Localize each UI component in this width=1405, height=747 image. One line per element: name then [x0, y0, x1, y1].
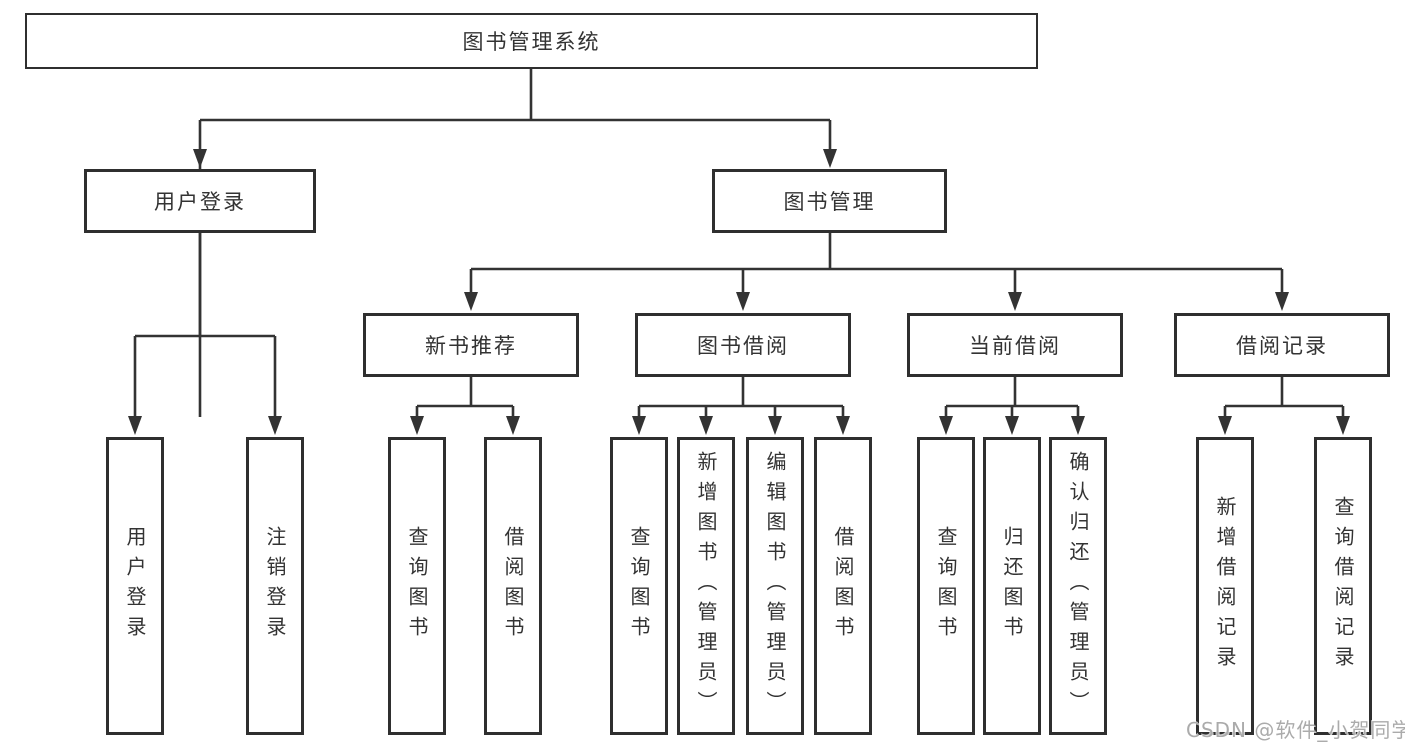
- node-label: 图书管理系统: [462, 30, 601, 54]
- node-label: 查询图书: [627, 526, 651, 646]
- node-label: 查询图书: [934, 526, 958, 646]
- node-label: 确认归还（管理员）: [1066, 451, 1090, 721]
- leaf-query-books-borrow: 查询图书: [610, 437, 668, 735]
- node-label: 当前借阅: [969, 334, 1061, 358]
- node-label: 借阅图书: [501, 526, 525, 646]
- node-label: 查询借阅记录: [1331, 496, 1355, 676]
- node-label: 新增图书（管理员）: [694, 451, 718, 721]
- leaf-query-books-recommend: 查询图书: [388, 437, 446, 735]
- node-label: 借阅图书: [831, 526, 855, 646]
- leaf-query-books-current: 查询图书: [917, 437, 975, 735]
- leaf-query-borrow-record: 查询借阅记录: [1314, 437, 1372, 735]
- node-label: 借阅记录: [1236, 334, 1328, 358]
- node-label: 用户登录: [123, 526, 147, 646]
- node-label: 图书管理: [783, 190, 876, 214]
- leaf-add-book-admin: 新增图书（管理员）: [677, 437, 735, 735]
- watermark: CSDN @软件_小贺同学: [1186, 718, 1405, 742]
- leaf-return-book: 归还图书: [983, 437, 1041, 735]
- node-label: 新增借阅记录: [1213, 496, 1237, 676]
- connector-new-book-children: [410, 377, 520, 435]
- node-label: 新书推荐: [425, 334, 517, 358]
- connector-user-login-children: [128, 233, 282, 435]
- node-user-login: 用户登录: [84, 169, 316, 233]
- node-current-borrow: 当前借阅: [907, 313, 1123, 377]
- leaf-confirm-return-admin: 确认归还（管理员）: [1049, 437, 1107, 735]
- leaf-add-borrow-record: 新增借阅记录: [1196, 437, 1254, 735]
- node-label: 注销登录: [263, 526, 287, 646]
- connector-borrow-records-children: [1218, 377, 1350, 435]
- leaf-user-login: 用户登录: [106, 437, 164, 735]
- node-new-book-recommend: 新书推荐: [363, 313, 579, 377]
- leaf-logout: 注销登录: [246, 437, 304, 735]
- node-label: 用户登录: [154, 190, 246, 214]
- node-book-borrow: 图书借阅: [635, 313, 851, 377]
- node-book-management: 图书管理: [712, 169, 947, 233]
- node-label: 图书借阅: [697, 334, 789, 358]
- node-label: 编辑图书（管理员）: [763, 451, 787, 721]
- node-label: 查询图书: [405, 526, 429, 646]
- connector-current-borrow-children: [939, 377, 1085, 435]
- node-borrow-records: 借阅记录: [1174, 313, 1390, 377]
- node-library-management-system: 图书管理系统: [25, 13, 1038, 69]
- leaf-borrow-books-recommend: 借阅图书: [484, 437, 542, 735]
- node-label: 归还图书: [1000, 526, 1024, 646]
- connector-root-to-level2: [193, 69, 837, 417]
- leaf-borrow-books: 借阅图书: [814, 437, 872, 735]
- leaf-edit-book-admin: 编辑图书（管理员）: [746, 437, 804, 735]
- connector-book-borrow-children: [632, 377, 850, 435]
- connector-book-management-children: [464, 233, 1289, 311]
